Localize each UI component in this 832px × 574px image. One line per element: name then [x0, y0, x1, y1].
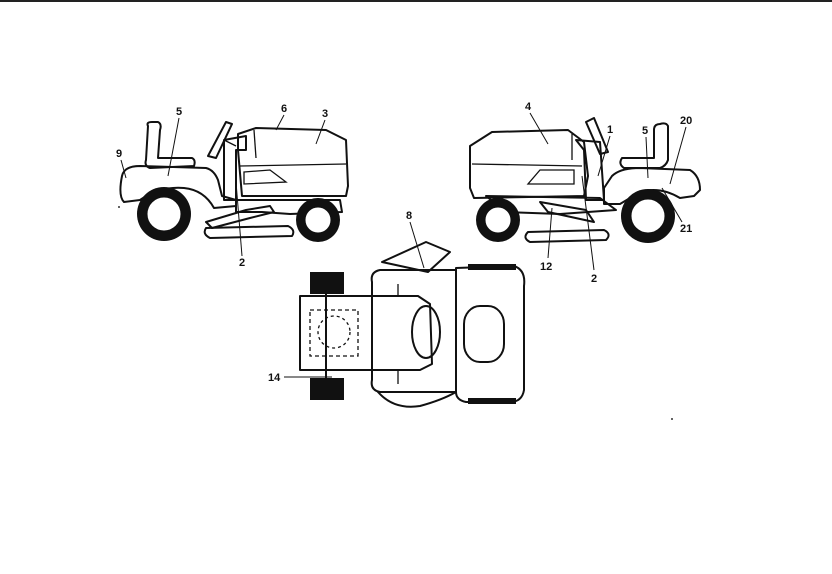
callout-left-seat: 5	[176, 106, 182, 118]
callout-left-hood-side: 3	[322, 108, 328, 120]
callout-right-frame: 2	[591, 273, 597, 285]
tractor-right-side-view	[469, 117, 701, 243]
callout-left-hood-top: 6	[281, 103, 287, 115]
callout-top-axle: 14	[268, 372, 281, 384]
callouts: 5 9 6 3 2 4 1 5 20 21 12 2 8 14	[116, 101, 692, 384]
callout-right-pedal: 12	[540, 261, 552, 273]
scan-speck	[118, 206, 120, 208]
callout-left-frame: 2	[239, 257, 245, 269]
tractor-left-side-view	[119, 121, 349, 242]
scan-speck	[671, 418, 673, 420]
callout-right-wheel: 21	[680, 223, 692, 235]
callout-top-hood: 8	[406, 210, 412, 222]
header-strip	[0, 0, 832, 2]
callout-right-dash: 1	[607, 124, 613, 136]
tractor-top-view	[299, 241, 526, 408]
callout-right-hood: 4	[525, 101, 532, 113]
callout-left-rear: 9	[116, 148, 122, 160]
callout-right-fender: 20	[680, 115, 692, 127]
callout-right-seat: 5	[642, 125, 648, 137]
